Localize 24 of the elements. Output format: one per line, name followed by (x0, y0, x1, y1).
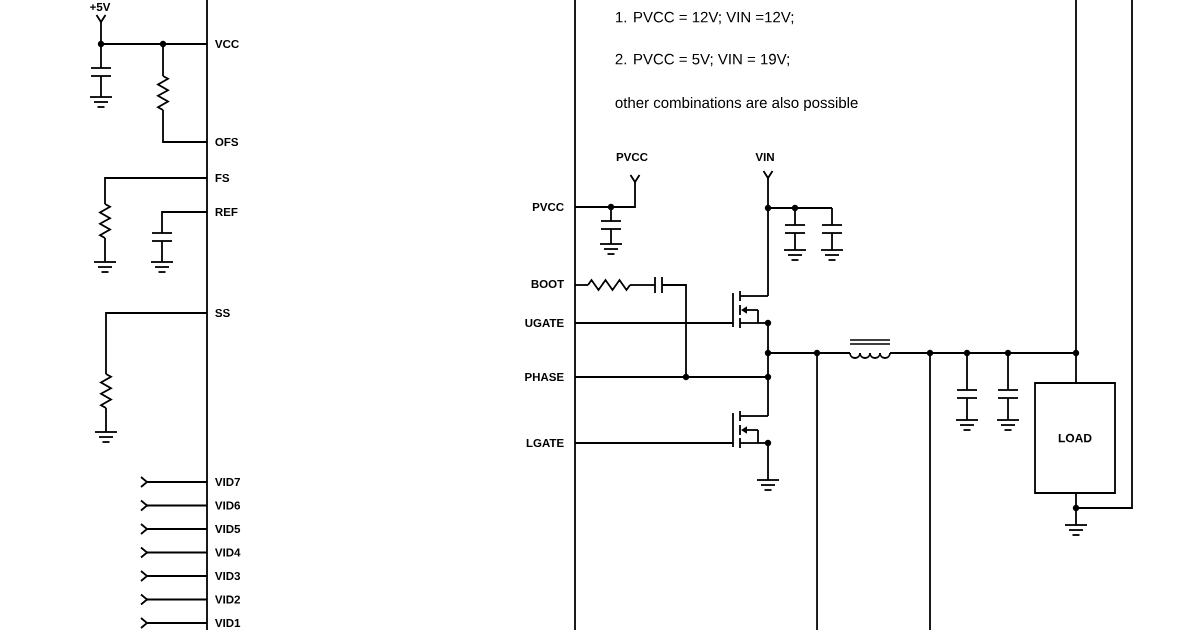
pin-label: BOOT (531, 279, 564, 289)
pin-label: PVCC (532, 202, 564, 212)
pin-label: VIN (755, 153, 774, 161)
pin-label: FS (215, 173, 230, 183)
pin-label: OFS (215, 137, 239, 147)
pin-label: VID6 (215, 501, 241, 510)
pin-label: VCC (215, 39, 239, 49)
pin-label: PVCC (616, 152, 648, 162)
pin-label: VID3 (215, 571, 241, 581)
load-box: LOAD (1034, 382, 1116, 494)
pin-label: VID2 (215, 595, 240, 604)
note-text: 2. PVCC = 5V; VIN = 19V; (615, 53, 789, 67)
note-text: other combinations are also possible (615, 97, 858, 111)
pin-label: +5V (90, 3, 111, 11)
pin-label: UGATE (525, 318, 564, 328)
note-text: 1. PVCC = 12V; VIN =12V; (616, 11, 794, 25)
pin-label: SS (215, 308, 230, 318)
pin-label: VID5 (215, 525, 241, 533)
pin-label: LGATE (526, 438, 564, 448)
pin-label: VID4 (215, 548, 241, 557)
pin-label: VID7 (215, 478, 240, 486)
pin-label: PHASE (525, 372, 564, 382)
pin-label: REF (215, 208, 238, 216)
pin-label: VID1 (215, 619, 241, 627)
